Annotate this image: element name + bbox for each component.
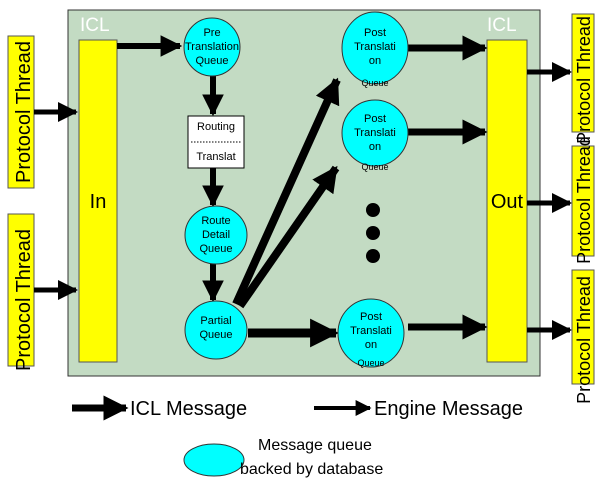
queue-label-line: Translati [354,127,396,139]
out-bar [486,39,528,363]
protocol-thread-right-bottom: Protocol Thread [571,269,595,404]
queue-label-line: on [365,339,377,351]
pre-translation-queue: Pre Translation Queue [183,17,241,77]
routing-translation-box: Routing Translat [187,115,245,169]
queue-label-line: on [369,55,381,67]
in-bar [78,39,118,363]
partial-queue: Partial Queue [184,300,248,360]
post-translation-queue-3: Post Translati on Queue [337,298,405,368]
protocol-thread-right-mid: Protocol Thread [571,136,595,264]
ellipsis-dot [366,226,380,240]
legend-queue-label-1: Message queue [258,437,372,454]
legend-icl-label: ICL Message [130,398,247,420]
icl-right-label: ICL [487,15,517,36]
protocol-thread-label: Protocol Thread [574,16,594,144]
queue-label-line: Queue [199,329,232,341]
queue-label-line: Post [360,311,382,323]
legend-engine-label: Engine Message [374,398,523,420]
protocol-thread-label: Protocol Thread [574,276,594,404]
legend-queue-label-2: backed by database [240,461,383,478]
legend: ICL Message Engine Message Message queue… [72,395,523,478]
icl-arrow-partial-to-post1 [232,77,341,306]
protocol-thread-left-top: Protocol Thread [7,35,35,189]
queue-label-line: Translati [354,41,396,53]
protocol-thread-label: Protocol Thread [574,136,594,264]
post-translation-queue-1: Post Translati on Queue [341,11,409,88]
in-label: In [90,191,107,213]
legend-queue-symbol [183,443,245,477]
queue-label-line: Queue [357,358,384,368]
queue-label-line: Translati [350,325,392,337]
protocol-thread-label: Protocol Thread [13,41,35,183]
queue-label-line: Queue [195,55,228,67]
queue-label-line: Queue [361,78,388,88]
queue-label-line: Post [364,113,386,125]
icl-left-label: ICL [80,15,110,36]
ellipsis-dot [366,249,380,263]
icl-arrow-partial-to-post2 [236,165,340,309]
translat-label: Translat [196,151,235,163]
queue-label-line: Route [201,215,230,227]
protocol-thread-label: Protocol Thread [13,229,35,371]
icl-panel [67,9,541,377]
route-detail-queue: Route Detail Queue [184,205,248,265]
routing-label: Routing [197,121,235,133]
ellipsis-dot [366,203,380,217]
queue-label-line: Partial [200,315,231,327]
out-label: Out [491,191,524,213]
post-translation-queue-2: Post Translati on Queue [341,99,409,172]
queue-label-line: Pre [203,27,220,39]
queue-label-line: Translation [185,41,239,53]
queue-label-line: Detail [202,229,230,241]
protocol-thread-left-bottom: Protocol Thread [7,213,35,371]
protocol-thread-right-top: Protocol Thread [571,13,595,144]
queue-label-line: Queue [199,243,232,255]
queue-label-line: Post [364,27,386,39]
queue-label-line: on [369,141,381,153]
queue-label-line: Queue [361,162,388,172]
